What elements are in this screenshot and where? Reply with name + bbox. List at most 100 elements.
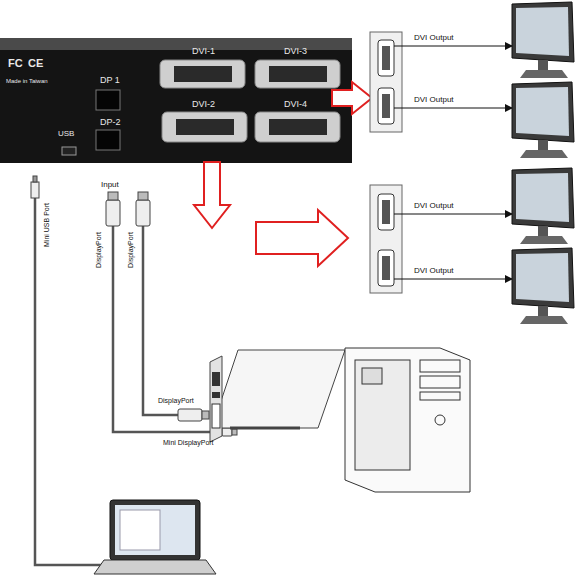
port-label: DVI-1 bbox=[192, 47, 215, 56]
card-port bbox=[212, 404, 220, 428]
power-button bbox=[435, 415, 445, 425]
monitor-screen bbox=[516, 7, 569, 56]
port-label: DVI-3 bbox=[284, 47, 307, 56]
monitor-stand bbox=[538, 226, 548, 236]
monitor-base bbox=[520, 150, 568, 158]
monitor bbox=[512, 2, 574, 78]
port-label: CE bbox=[28, 58, 43, 69]
callout-label: DVI Output bbox=[414, 34, 454, 42]
card-port bbox=[212, 392, 220, 398]
dp-plug bbox=[106, 200, 120, 226]
dvi-connector bbox=[378, 88, 394, 124]
drive-bay bbox=[420, 360, 460, 372]
tower-case bbox=[345, 348, 470, 492]
port-label: Made in Taiwan bbox=[6, 78, 48, 84]
port-label: DVI-2 bbox=[192, 100, 215, 109]
red-arrow bbox=[194, 162, 230, 228]
monitor-base bbox=[520, 316, 568, 324]
monitor bbox=[512, 2, 574, 324]
callout-label: Mini USB Port bbox=[43, 203, 50, 247]
dvi-pins bbox=[382, 94, 390, 118]
dp-port bbox=[96, 130, 120, 150]
port-label: DVI-4 bbox=[284, 100, 307, 109]
dvi-pins bbox=[269, 119, 327, 135]
callout-label: DVI Output bbox=[414, 96, 454, 104]
monitor bbox=[512, 82, 574, 158]
dvi-pins bbox=[174, 66, 232, 82]
device-panel: FC CE Made in Taiwan DP 1 DP-2USB DVI-1 DVI-3D… bbox=[0, 38, 352, 163]
laptop-window bbox=[120, 510, 160, 550]
mini-usb-plug bbox=[31, 182, 39, 198]
output-panel bbox=[370, 185, 402, 293]
output-line bbox=[394, 214, 512, 215]
drive-bay bbox=[420, 376, 460, 388]
laptop bbox=[94, 500, 216, 574]
usb-port bbox=[62, 147, 76, 155]
drive-bay bbox=[420, 392, 460, 400]
callout-label: DVI Output bbox=[414, 267, 454, 275]
monitor-base bbox=[520, 70, 568, 78]
mini-dp-tip bbox=[232, 429, 237, 435]
dvi-pins bbox=[269, 66, 327, 82]
port-label: USB bbox=[58, 130, 74, 138]
monitor-bezel bbox=[512, 2, 574, 62]
monitor-stand bbox=[538, 306, 548, 316]
output-line bbox=[394, 108, 512, 109]
monitor-screen bbox=[516, 253, 569, 302]
laptop-screen bbox=[115, 505, 195, 555]
dvi-pins bbox=[382, 46, 390, 70]
tower-interior bbox=[355, 360, 410, 470]
monitor-bezel bbox=[512, 168, 574, 228]
red-arrow bbox=[194, 82, 372, 266]
usb-cable bbox=[35, 198, 112, 565]
red-arrow bbox=[332, 82, 372, 114]
monitor-screen bbox=[516, 173, 569, 222]
port-label: FC bbox=[8, 58, 23, 69]
port-label: DP-2 bbox=[100, 118, 121, 127]
dp-cable bbox=[143, 226, 178, 415]
dp-plug bbox=[178, 409, 202, 421]
dvi-pins bbox=[382, 256, 390, 280]
card-board bbox=[212, 350, 345, 428]
card-port bbox=[212, 372, 220, 386]
monitor-screen bbox=[516, 87, 569, 136]
dp-plug bbox=[136, 200, 150, 226]
monitor bbox=[512, 248, 574, 324]
cable bbox=[35, 198, 222, 565]
monitor bbox=[512, 168, 574, 244]
callout-label: DVI Output bbox=[414, 202, 454, 210]
monitor-stand bbox=[538, 60, 548, 70]
panel-body bbox=[0, 38, 352, 163]
output-panel bbox=[370, 32, 402, 132]
output-line bbox=[394, 46, 512, 47]
dvi-connector bbox=[378, 194, 394, 230]
dp-port bbox=[96, 90, 120, 110]
dvi-port bbox=[162, 112, 247, 142]
cable-plug bbox=[31, 176, 237, 436]
device-panel bbox=[0, 38, 352, 163]
dvi-connector bbox=[378, 250, 394, 286]
mini-usb-tip bbox=[33, 176, 37, 182]
port-label: DP 1 bbox=[100, 76, 120, 85]
monitor-base bbox=[520, 236, 568, 244]
callout-label: DisplayPort bbox=[95, 232, 102, 268]
dvi-pins bbox=[382, 200, 390, 224]
dp-plug-tip bbox=[108, 192, 118, 200]
dvi-port bbox=[160, 60, 245, 88]
dvi-pins bbox=[176, 119, 234, 135]
dp-plug-tip bbox=[138, 192, 148, 200]
monitor-bezel bbox=[512, 248, 574, 308]
dp-cable bbox=[113, 226, 222, 432]
output-line bbox=[394, 279, 512, 280]
dp-plug-tip bbox=[202, 411, 209, 419]
card-bracket bbox=[210, 356, 222, 442]
pc-tower bbox=[345, 348, 470, 492]
output-line bbox=[394, 46, 512, 279]
laptop-lid bbox=[110, 500, 200, 560]
dvi-output-panel bbox=[370, 32, 402, 293]
dvi-connector bbox=[378, 40, 394, 76]
monitor-stand bbox=[538, 140, 548, 150]
callout-label: DisplayPort bbox=[158, 397, 194, 404]
